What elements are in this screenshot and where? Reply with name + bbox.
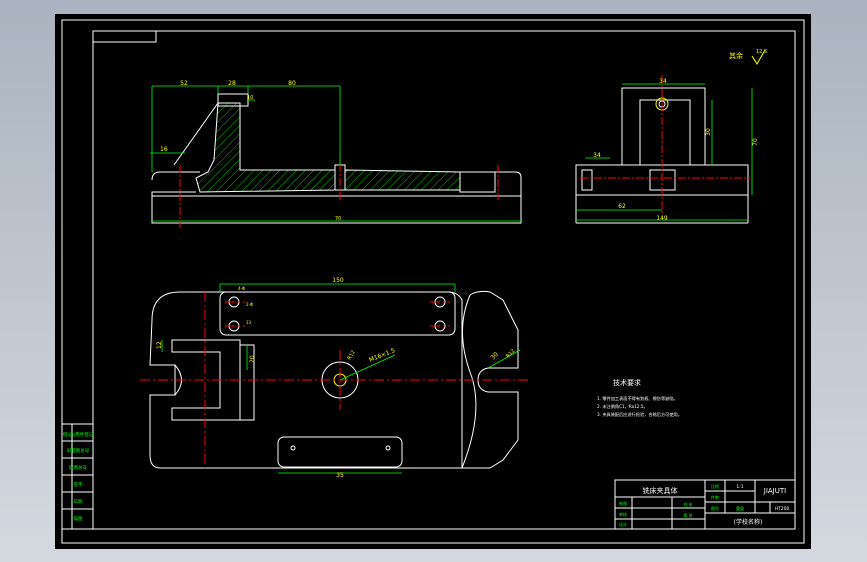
dim-149: 149 bbox=[656, 215, 668, 222]
row-reviewer: 审核 bbox=[619, 511, 627, 517]
roughness-symbol bbox=[751, 49, 766, 65]
dim-4-holes: 4-Φ bbox=[238, 286, 245, 291]
scale-label: 比例 bbox=[711, 483, 719, 489]
rib-line bbox=[173, 102, 219, 166]
bottom-plate bbox=[277, 436, 403, 468]
cell-sheet-no: 第 张 bbox=[683, 512, 692, 518]
dim-34b: 34 bbox=[593, 152, 601, 159]
base-outline bbox=[151, 171, 522, 224]
title-block bbox=[614, 479, 796, 530]
part-name: 铣床夹具体 bbox=[643, 486, 678, 495]
dim-52: 52 bbox=[180, 80, 188, 87]
sheet-background bbox=[55, 14, 811, 549]
outer-frame bbox=[61, 19, 805, 544]
side-col-label-3: 底图总号 bbox=[69, 464, 87, 471]
dim-62: 62 bbox=[618, 203, 626, 210]
dim-34: 34 bbox=[659, 78, 667, 85]
plan-outline bbox=[149, 291, 463, 469]
dim-30: 30 bbox=[489, 351, 499, 361]
dim-30: 30 bbox=[705, 128, 712, 136]
top-plate bbox=[219, 291, 456, 336]
drawing-number: JIAJUTI bbox=[763, 487, 786, 495]
tech-item-2: 2. 未注倒角C1，Ra12.5。 bbox=[597, 403, 648, 410]
tech-item-1: 1. 零件加工表面不得有划痕、擦伤等缺陷。 bbox=[597, 395, 678, 402]
row-designer: 设计 bbox=[619, 521, 627, 527]
roughness-label: 其余 bbox=[729, 51, 743, 60]
dim-35: 35 bbox=[336, 472, 344, 479]
plan-view: 150 4-Φ 2-Φ 13 12 M16×1.5 20 R12 30 R12 … bbox=[140, 277, 530, 479]
roughness-value: 12.5 bbox=[756, 49, 767, 55]
section-hatch bbox=[195, 102, 336, 193]
school-name: (学校名称) bbox=[734, 518, 763, 526]
side-view: 34 30 70 62 34 149 其余 12.5 bbox=[575, 49, 767, 224]
dim-13: 13 bbox=[246, 320, 252, 325]
side-col-label-1: 借(通)用件登记 bbox=[63, 431, 94, 438]
scale-value: 1:1 bbox=[736, 484, 743, 490]
row-drafter: 制图 bbox=[619, 500, 627, 506]
dim-2-holes: 2-Φ bbox=[246, 302, 253, 307]
break-line bbox=[461, 294, 477, 469]
front-view: 52 28 80 10 16 70 bbox=[150, 80, 522, 228]
dim-80: 80 bbox=[288, 80, 296, 87]
cell-count: 件数 bbox=[711, 494, 719, 500]
cell-weight: 重量 bbox=[736, 505, 744, 511]
base-notch bbox=[459, 171, 496, 193]
side-column: 借(通)用件登记 旧底图总号 底图总号 签字 日期 描图 bbox=[61, 423, 94, 530]
cell-drawing-no: 图号 bbox=[711, 505, 719, 511]
hole-6 bbox=[385, 445, 391, 451]
corner-box bbox=[92, 30, 157, 43]
section-hatch-right bbox=[344, 169, 461, 191]
dim-10: 10 bbox=[247, 95, 253, 101]
dim-12: 12 bbox=[156, 341, 163, 349]
dim-r12b: R12 bbox=[505, 348, 516, 359]
tech-item-3: 3. 夹具装配后应进行检验，合格后方可使用。 bbox=[597, 411, 682, 418]
dim-150: 150 bbox=[332, 277, 344, 284]
side-upright bbox=[621, 87, 706, 166]
side-col-label-4: 签字 bbox=[74, 481, 83, 488]
dim-20: 20 bbox=[249, 355, 256, 363]
material: HT200 bbox=[775, 506, 790, 512]
side-col-label-6: 描图 bbox=[74, 515, 83, 522]
inner-frame bbox=[92, 30, 796, 530]
cell-total-sheets: 共 张 bbox=[683, 501, 692, 507]
plan-right-end bbox=[462, 290, 519, 469]
tech-requirements: 技术要求 1. 零件加工表面不得有划痕、擦伤等缺陷。 2. 未注倒角C1，Ra1… bbox=[597, 378, 682, 418]
hole-5 bbox=[290, 445, 296, 451]
side-col-label-2: 旧底图总号 bbox=[67, 447, 90, 454]
dim-70: 70 bbox=[752, 138, 759, 146]
side-col-label-5: 日期 bbox=[74, 499, 83, 505]
dim-r12: R12 bbox=[347, 349, 357, 361]
tech-title: 技术要求 bbox=[613, 378, 641, 387]
dim-28: 28 bbox=[228, 80, 236, 87]
dim-16: 16 bbox=[160, 146, 168, 153]
dim-overall: 70 bbox=[335, 216, 341, 222]
